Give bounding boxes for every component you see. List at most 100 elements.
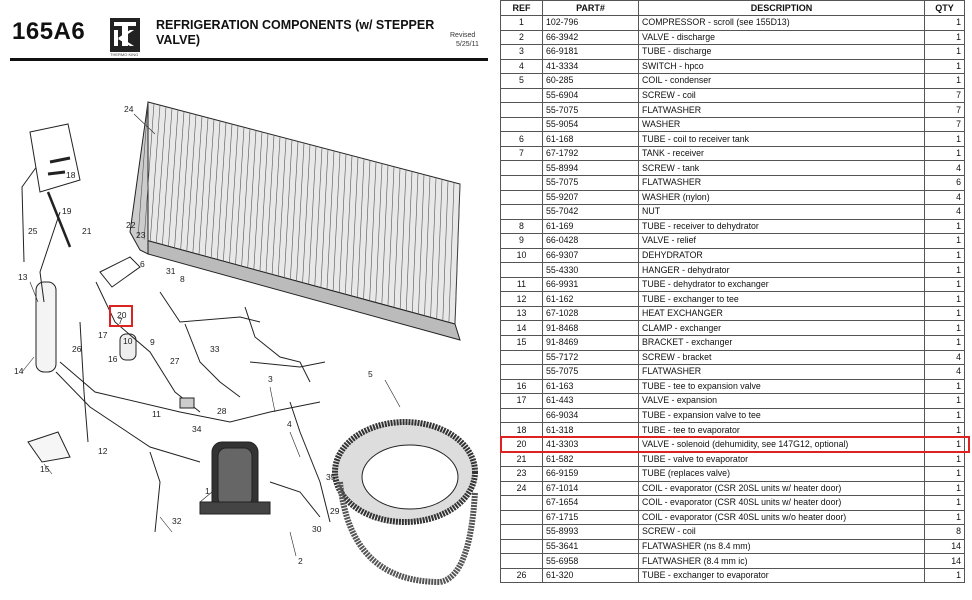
cell-qty: 1 (924, 320, 965, 337)
cell-ref: 21 (500, 451, 543, 467)
cell-part: 61-168 (542, 131, 639, 147)
cell-ref: 16 (500, 378, 543, 395)
cell-qty: 1 (924, 15, 965, 31)
callout-25: 25 (28, 226, 38, 236)
cell-qty: 7 (924, 87, 965, 104)
cell-qty: 4 (924, 364, 965, 380)
cell-desc: COIL - condenser (638, 73, 925, 89)
cell-desc: HANGER - dehydrator (638, 262, 925, 278)
cell-desc: CLAMP - exchanger (638, 320, 925, 337)
cell-part: 41-3303 (542, 436, 639, 453)
cell-qty: 1 (924, 29, 965, 46)
callout-31: 31 (166, 266, 176, 276)
cell-ref: 4 (500, 58, 543, 75)
cell-part: 61-582 (542, 451, 639, 467)
page-header: 165A6 THERMO KING REFRIGERATION COMPONEN… (10, 12, 490, 57)
callout-18: 18 (66, 170, 76, 180)
cell-part: 41-3334 (542, 58, 639, 75)
cell-qty: 7 (924, 102, 965, 118)
cell-qty: 1 (924, 233, 965, 249)
cell-part: 102-796 (542, 15, 639, 31)
callout-6: 6 (140, 259, 145, 269)
cell-qty: 1 (924, 73, 965, 89)
cell-part: 67-1014 (542, 480, 639, 497)
cell-part: 55-6904 (542, 87, 639, 104)
cell-part: 55-7042 (542, 204, 639, 220)
cell-ref: 10 (500, 247, 543, 264)
cell-ref (500, 509, 543, 526)
cell-part: 61-320 (542, 567, 639, 584)
callout-32: 32 (172, 516, 182, 526)
cell-ref: 18 (500, 422, 543, 438)
cell-qty: 1 (924, 567, 965, 584)
cell-qty: 8 (924, 524, 965, 540)
parts-diagram-panel: 165A6 THERMO KING REFRIGERATION COMPONEN… (10, 12, 490, 586)
callout-5: 5 (368, 369, 373, 379)
cell-desc: VALVE - discharge (638, 29, 925, 46)
cell-qty: 1 (924, 495, 965, 511)
cell-desc: DEHYDRATOR (638, 247, 925, 264)
cell-qty: 4 (924, 349, 965, 366)
cell-ref: 20 (500, 436, 543, 453)
cell-part: 61-163 (542, 378, 639, 395)
cell-ref: 3 (500, 44, 543, 60)
cell-desc: TUBE - exchanger to tee (638, 291, 925, 307)
cell-qty: 1 (924, 262, 965, 278)
cell-part: 91-8469 (542, 335, 639, 351)
callout-26: 26 (72, 344, 82, 354)
cell-qty: 1 (924, 291, 965, 307)
cell-qty: 1 (924, 465, 965, 482)
cell-desc: TANK - receiver (638, 145, 925, 162)
cell-ref (500, 116, 543, 133)
callout-13: 13 (18, 272, 28, 282)
cell-desc: COMPRESSOR - scroll (see 155D13) (638, 15, 925, 31)
cell-desc: FLATWASHER (638, 364, 925, 380)
revised-label: Revised (450, 32, 476, 39)
callout-27: 27 (170, 356, 180, 366)
col-header-description: DESCRIPTION (638, 0, 925, 16)
cell-ref: 11 (500, 276, 543, 293)
cell-qty: 4 (924, 189, 965, 206)
thermo-king-logo (110, 18, 140, 52)
cell-desc: SWITCH - hpco (638, 58, 925, 75)
cell-qty: 1 (924, 305, 965, 322)
cell-ref: 26 (500, 567, 543, 584)
cell-desc: SCREW - tank (638, 160, 925, 177)
cell-ref: 8 (500, 218, 543, 235)
cell-part: 55-8994 (542, 160, 639, 177)
cell-part: 67-1654 (542, 495, 639, 511)
revised-date: 5/25/11 (456, 41, 479, 48)
cell-ref (500, 175, 543, 191)
cell-part: 61-443 (542, 393, 639, 409)
callout-14: 14 (14, 366, 24, 376)
cell-ref: 14 (500, 320, 543, 337)
cell-qty: 6 (924, 175, 965, 191)
cell-desc: TUBE - exchanger to evaporator (638, 567, 925, 584)
cell-desc: WASHER (638, 116, 925, 133)
callout-29: 29 (330, 506, 340, 516)
cell-ref (500, 349, 543, 366)
callout-2: 2 (298, 556, 303, 566)
cell-qty: 4 (924, 160, 965, 177)
cell-part: 91-8468 (542, 320, 639, 337)
cell-qty: 1 (924, 451, 965, 467)
col-header-ref: REF (500, 0, 543, 16)
cell-part: 61-318 (542, 422, 639, 438)
callout-30: 30 (312, 524, 322, 534)
cell-part: 55-7075 (542, 364, 639, 380)
cell-desc: VALVE - expansion (638, 393, 925, 409)
cell-qty: 1 (924, 58, 965, 75)
cell-part: 55-7075 (542, 175, 639, 191)
cell-ref (500, 102, 543, 118)
callout-33: 33 (210, 344, 220, 354)
cell-desc: COIL - evaporator (CSR 20SL units w/ hea… (638, 480, 925, 497)
